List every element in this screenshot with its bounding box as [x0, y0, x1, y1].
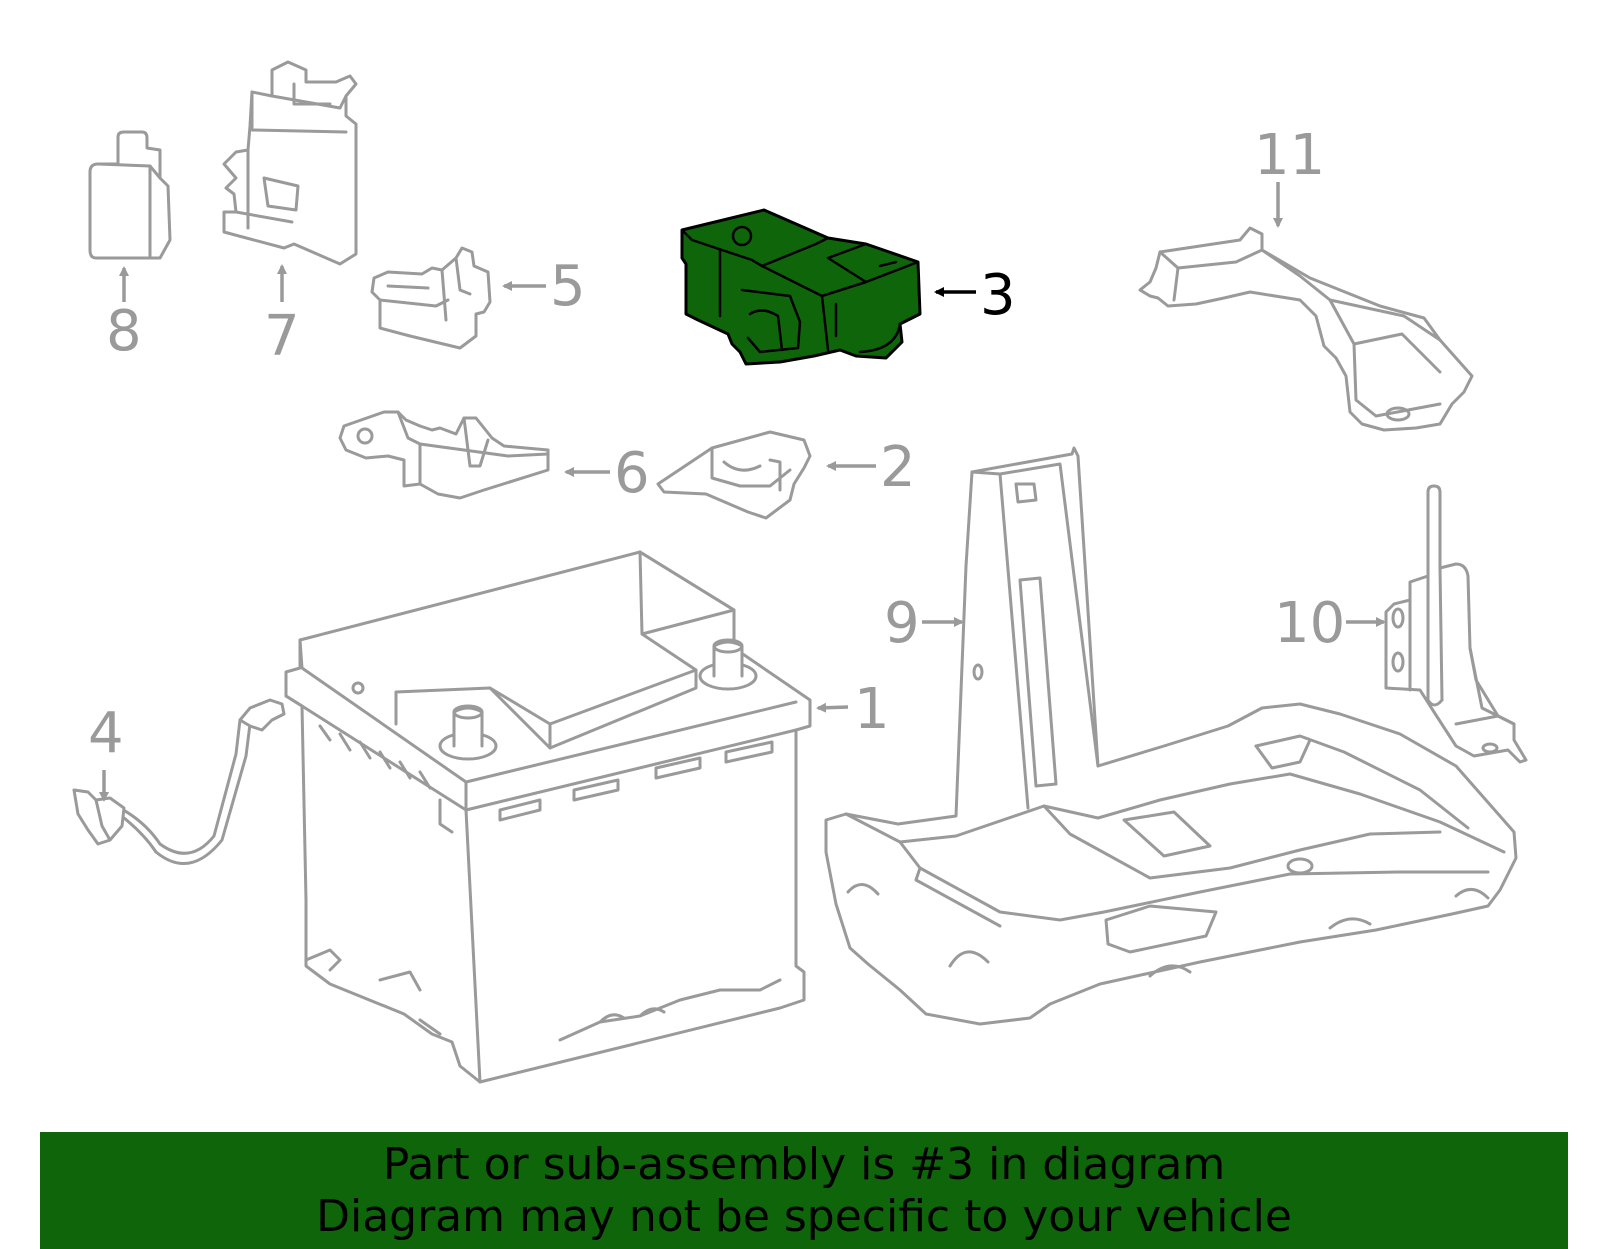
leader-1 — [816, 702, 849, 713]
leader-lines — [99, 182, 1386, 802]
info-banner: Part or sub-assembly is #3 in diagram Di… — [40, 1132, 1568, 1249]
callout-labels: 1 2 3 4 5 6 7 8 9 10 11 — [88, 123, 1345, 766]
callout-6: 6 — [614, 441, 650, 506]
callout-3: 3 — [980, 263, 1016, 328]
callout-4: 4 — [88, 701, 124, 766]
callout-8: 8 — [106, 299, 142, 364]
callout-1: 1 — [854, 677, 890, 742]
callout-10: 10 — [1274, 591, 1345, 656]
callout-11: 11 — [1254, 123, 1325, 188]
banner-line-part: Part or sub-assembly is #3 in diagram — [382, 1138, 1226, 1190]
part-10-rod-bracket[interactable] — [1384, 484, 1528, 764]
callout-9: 9 — [884, 591, 920, 656]
part-11-support-bracket[interactable] — [1138, 226, 1474, 432]
banner-line-disclaimer: Diagram may not be specific to your vehi… — [316, 1190, 1292, 1242]
part-8-connector[interactable] — [88, 130, 172, 260]
part-6-bracket[interactable] — [338, 410, 550, 500]
part-7-module-bracket[interactable] — [222, 60, 358, 266]
callout-7: 7 — [264, 304, 300, 369]
part-2-sensor-bracket[interactable] — [656, 430, 812, 520]
callout-2: 2 — [880, 435, 916, 500]
callout-5: 5 — [550, 254, 586, 319]
part-5-clamp-connector[interactable] — [370, 246, 492, 350]
part-4-sensor-cable[interactable] — [72, 698, 286, 866]
part-9-battery-tray[interactable] — [824, 446, 1518, 1026]
part-1-battery[interactable] — [284, 550, 812, 1084]
part-3-sensor-housing[interactable] — [680, 208, 922, 366]
